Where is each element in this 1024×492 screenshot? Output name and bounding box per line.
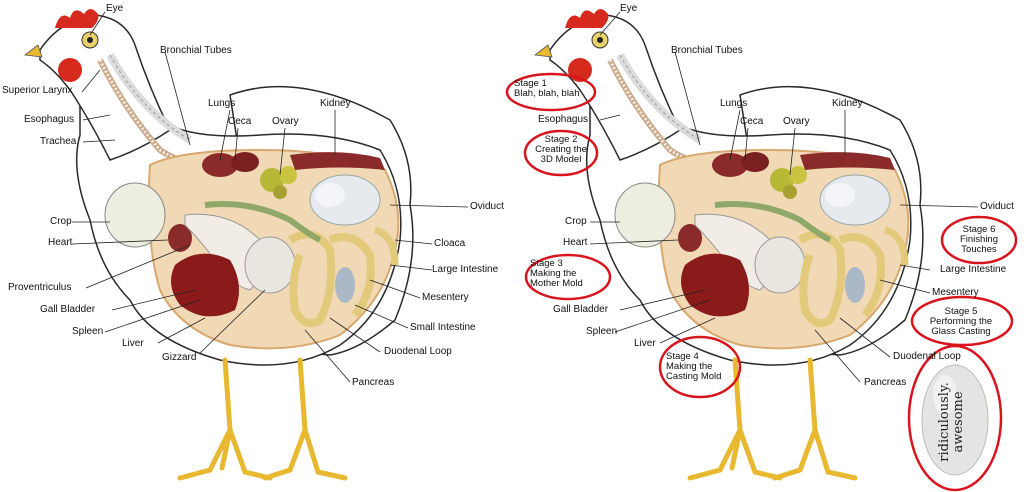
stage4-note: Stage 4 Making the Casting Mold	[666, 351, 722, 382]
stage5-circle	[910, 295, 1014, 347]
label-bronchial-tubes: Bronchial Tubes	[160, 45, 232, 56]
left-leader-lines	[71, 11, 469, 383]
stage1-circle	[505, 72, 597, 112]
stage5-note: Stage 5 Performing the Glass Casting	[929, 306, 993, 337]
label-spleen: Spleen	[72, 326, 104, 337]
label-gizzard: Gizzard	[162, 352, 197, 363]
right-leader-lines	[589, 11, 979, 383]
label-trachea: Trachea	[40, 136, 77, 147]
stage3-note: Stage 3 Making the Mother Mold	[530, 258, 583, 289]
label-liver: Liver	[122, 338, 144, 349]
stage4-circle	[658, 335, 742, 399]
right-label-bronchial-tubes: Bronchial Tubes	[671, 45, 743, 56]
right-label-large-intestine: Large Intestine	[940, 264, 1007, 275]
stage2-note: Stage 2 Creating the 3D Model	[535, 134, 587, 165]
stage3-circle	[524, 253, 612, 301]
right-label-esophagus: Esophagus	[538, 114, 589, 125]
right-label-gall-bladder: Gall Bladder	[553, 304, 609, 315]
label-ovary: Ovary	[272, 116, 299, 127]
label-cloaca: Cloaca	[434, 238, 466, 249]
right-label-kidney: Kidney	[832, 98, 863, 109]
stage1-note: Stage 1 Blah, blah, blah	[514, 78, 580, 99]
stage2-circle	[523, 129, 599, 177]
stage6-circle	[940, 215, 1018, 265]
right-label-pancreas: Pancreas	[864, 377, 907, 388]
label-duodenal-loop: Duodenal Loop	[384, 346, 452, 357]
label-crop: Crop	[50, 216, 72, 227]
label-oviduct: Oviduct	[470, 201, 504, 212]
right-label-spleen: Spleen	[586, 326, 618, 337]
label-eye: Eye	[106, 3, 124, 14]
label-large-intestine: Large Intestine	[432, 264, 499, 275]
egg-circle	[907, 344, 1003, 492]
label-mesentery: Mesentery	[422, 292, 469, 303]
right-label-eye: Eye	[620, 3, 638, 14]
right-label-oviduct: Oviduct	[980, 201, 1014, 212]
label-lungs: Lungs	[208, 98, 236, 109]
label-superior-larynx: Superior Larynx	[2, 85, 73, 96]
right-label-duodenal-loop: Duodenal Loop	[893, 351, 961, 362]
label-ceca: Ceca	[228, 116, 252, 127]
label-heart: Heart	[48, 237, 73, 248]
egg-text: ridiculously. awesome	[937, 382, 967, 462]
label-proventriculus: Proventriculus	[8, 282, 72, 293]
label-esophagus: Esophagus	[24, 114, 75, 125]
right-label-heart: Heart	[563, 237, 588, 248]
stage6-note: Stage 6 Finishing Touches	[959, 224, 999, 255]
right-label-ovary: Ovary	[783, 116, 810, 127]
label-gall-bladder: Gall Bladder	[40, 304, 96, 315]
right-label-crop: Crop	[565, 216, 587, 227]
right-label-mesentery: Mesentery	[932, 287, 979, 298]
label-small-intestine: Small Intestine	[410, 322, 476, 333]
right-label-liver: Liver	[634, 338, 656, 349]
stage-highlight-circles	[505, 72, 1018, 492]
right-label-lungs: Lungs	[720, 98, 748, 109]
right-label-ceca: Ceca	[740, 116, 764, 127]
label-kidney: Kidney	[320, 98, 351, 109]
label-pancreas: Pancreas	[352, 377, 395, 388]
